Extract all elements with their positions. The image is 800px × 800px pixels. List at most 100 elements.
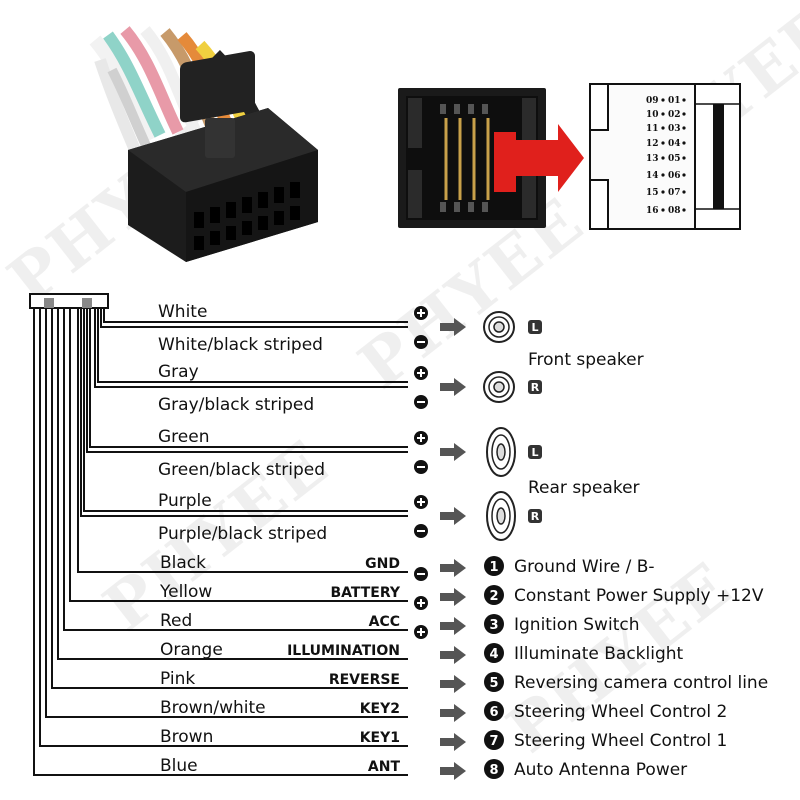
pin-dot (661, 141, 665, 145)
number-badge: 8 (489, 763, 498, 778)
pin-label: 04 (668, 139, 681, 149)
plug-tab (44, 298, 54, 308)
pin-dot (682, 208, 686, 212)
wire-color-label: Green/black striped (158, 460, 325, 480)
arrow-icon (440, 762, 466, 780)
number-badge-icon (484, 556, 504, 576)
pin-dot (682, 98, 686, 102)
pin-dot (682, 156, 686, 160)
pin-dot (682, 126, 686, 130)
plug-tab (82, 298, 92, 308)
wire-color-label: Orange (160, 640, 223, 660)
wire-function-label: Ignition Switch (514, 615, 639, 635)
number-badge-icon (484, 614, 504, 634)
pin-label: 16 (646, 206, 659, 216)
wire-line (77, 308, 408, 573)
wire-line (39, 308, 408, 747)
wire-color-label: Gray (158, 362, 199, 382)
wire-line (97, 308, 408, 383)
pin-label: 05 (668, 154, 681, 164)
wire-signal-label: KEY2 (360, 701, 400, 717)
wire-line (94, 308, 408, 388)
wire-line (100, 308, 408, 328)
pin-dot (661, 98, 665, 102)
channel-badge (528, 509, 542, 523)
wire-line (89, 308, 408, 448)
pin-label: 10 (646, 110, 659, 120)
pin-label: 12 (646, 139, 659, 149)
rear-speaker-label: Rear speaker (528, 478, 640, 498)
pin-label: 06 (668, 171, 681, 181)
wire-color-label: Blue (160, 756, 198, 776)
arrow-icon (440, 378, 466, 396)
number-badge-icon (484, 730, 504, 750)
pin-dot (682, 112, 686, 116)
pin-label: 08 (668, 206, 681, 216)
pin-label: 15 (646, 188, 659, 198)
wire-function-label: Auto Antenna Power (514, 760, 687, 780)
wire-line (80, 308, 408, 517)
arrow-icon (440, 507, 466, 525)
number-badge: 5 (489, 676, 498, 691)
wire-color-label: Yellow (159, 582, 212, 602)
number-badge-icon (484, 759, 504, 779)
pin-dot (682, 173, 686, 177)
channel-label: L (531, 321, 538, 334)
pin-label: 14 (646, 171, 659, 181)
wire-signal-label: BATTERY (330, 585, 400, 601)
arrow-icon (440, 675, 466, 693)
wire-color-label: Purple/black striped (158, 524, 327, 544)
wire-function-label: Constant Power Supply +12V (514, 586, 764, 606)
pin-dot (682, 190, 686, 194)
wire-color-label: Red (160, 611, 192, 631)
wire-signal-label: ILLUMINATION (287, 643, 400, 659)
pin-label: 02 (668, 110, 681, 120)
wire-line (33, 308, 408, 776)
pin-dot (661, 208, 665, 212)
channel-badge (528, 320, 542, 334)
channel-badge (528, 380, 542, 394)
pin-label: 07 (668, 188, 681, 198)
connector-socket-face (398, 88, 584, 228)
channel-label: R (531, 510, 540, 523)
wire-signal-label: GND (365, 556, 400, 572)
number-badge: 6 (489, 705, 498, 720)
pin-dot (682, 141, 686, 145)
arrow-icon (440, 617, 466, 635)
arrow-icon (440, 588, 466, 606)
wire-line (57, 308, 408, 660)
wire-color-label: Green (158, 427, 209, 447)
wire-line (69, 308, 408, 602)
wire-function-label: Illuminate Backlight (514, 644, 684, 664)
wire-color-label: Purple (158, 491, 212, 511)
number-badge-icon (484, 585, 504, 605)
wire-color-label: White/black striped (158, 335, 323, 355)
pin-label: 01 (668, 96, 681, 106)
harness-plug-photo (89, 26, 318, 262)
pin-dot (661, 190, 665, 194)
wire-color-label: Black (160, 553, 206, 573)
wire-line (63, 308, 408, 631)
wire-signal-label: ACC (369, 614, 400, 630)
arrow-icon (440, 704, 466, 722)
number-badge-icon (484, 643, 504, 663)
number-badge-icon (484, 672, 504, 692)
wire-function-label: Reversing camera control line (514, 673, 768, 693)
wire-function-label: Steering Wheel Control 1 (514, 731, 727, 751)
pin-label: 11 (646, 124, 659, 134)
pin-dot (661, 126, 665, 130)
arrow-icon (440, 318, 466, 336)
